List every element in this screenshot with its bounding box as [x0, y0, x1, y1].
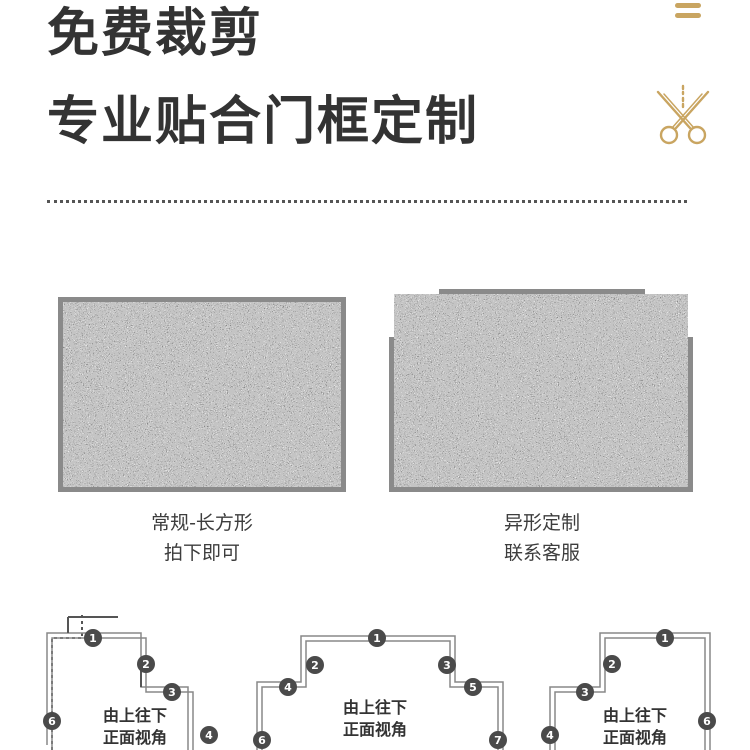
svg-text:2: 2	[142, 658, 150, 671]
title-line-1: 免费裁剪	[47, 4, 264, 64]
diagram-label-line: 正面视角	[342, 720, 407, 739]
svg-text:4: 4	[205, 729, 213, 742]
measurement-diagrams: 1 2 3 4 6 1 2 3 4 5 6 7 1 2 3 4 6	[43, 615, 716, 750]
svg-text:1: 1	[89, 632, 97, 645]
caption-line: 异形定制	[503, 512, 580, 534]
diagram-2-label: 由上往下 正面视角	[320, 697, 430, 741]
svg-text:3: 3	[168, 686, 176, 699]
mat-custom-shape	[389, 289, 693, 492]
diagram-1-nodes: 1 2 3 4 6	[43, 629, 218, 744]
svg-text:5: 5	[469, 681, 477, 694]
svg-text:3: 3	[443, 659, 451, 672]
caption-line: 联系客服	[503, 542, 580, 564]
dotted-divider	[47, 200, 687, 203]
diagram-1-label: 由上往下 正面视角	[80, 705, 190, 749]
diagram-label-line: 由上往下	[102, 706, 167, 725]
svg-text:1: 1	[373, 632, 381, 645]
diagram-label-line: 正面视角	[602, 728, 667, 747]
svg-text:6: 6	[258, 734, 266, 747]
diagram-2-nodes: 1 2 3 4 5 6 7	[253, 629, 507, 749]
caption-line: 常规-长方形	[151, 512, 253, 534]
diagram-label-line: 正面视角	[102, 728, 167, 747]
title-line-2: 专业贴合门框定制	[47, 92, 480, 152]
svg-text:6: 6	[703, 715, 711, 728]
svg-text:2: 2	[608, 658, 616, 671]
svg-text:6: 6	[48, 715, 56, 728]
mat-custom-caption: 异形定制 联系客服	[412, 508, 672, 568]
diagram-3-label: 由上往下 正面视角	[580, 705, 690, 749]
diagram-3-nodes: 1 2 3 4 6	[541, 629, 716, 744]
caption-line: 拍下即可	[163, 542, 240, 564]
menu-icon[interactable]	[675, 0, 703, 22]
scissors-icon	[656, 84, 710, 145]
diagram-label-line: 由上往下	[602, 706, 667, 725]
svg-text:4: 4	[546, 729, 554, 742]
svg-text:7: 7	[494, 734, 502, 747]
mat-rectangle	[58, 297, 346, 492]
mat-rectangle-caption: 常规-长方形 拍下即可	[72, 508, 332, 568]
svg-text:4: 4	[284, 681, 292, 694]
svg-text:1: 1	[661, 632, 669, 645]
svg-text:2: 2	[311, 659, 319, 672]
diagram-label-line: 由上往下	[342, 698, 407, 717]
svg-text:3: 3	[581, 686, 589, 699]
